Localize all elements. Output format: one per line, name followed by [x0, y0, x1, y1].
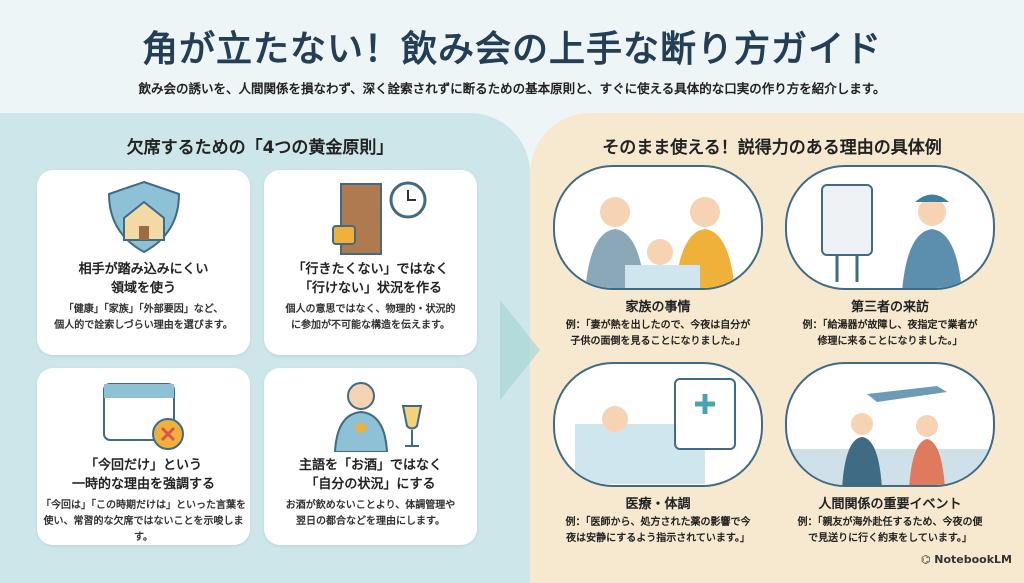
card-desc: 「健康」「家族」「外部要因」など、 [63, 304, 224, 315]
card-desc: 個人的で詮索しづらい理由を選びます。 [54, 320, 233, 331]
card-heading: 一時的な理由を強調する [71, 477, 215, 492]
card-desc: 翌日の都合などを理由にします。 [296, 516, 445, 527]
example-heading: 人間関係の重要イベント [818, 497, 962, 512]
water-heater-repair-icon [785, 165, 995, 290]
family-sick-child-icon [553, 165, 763, 290]
example-desc: で見送りに行く約束をしています。」 [808, 533, 972, 544]
notebooklm-icon: ⌬ [920, 553, 935, 566]
card-desc: 個人の意思ではなく、物理的・状況的 [285, 304, 456, 315]
card-desc: 使い、常習的な欠席ではないことを示唆します。 [43, 516, 244, 543]
card-heading: 「自分の状況」にする [305, 477, 436, 492]
door-lock-clock-icon [331, 181, 426, 255]
example-desc: 例：「妻が熱を出したので、今夜は自分が [565, 320, 751, 331]
patient-bed-icon [553, 362, 763, 487]
principles-title: 欠席するための「4つの黄金原則」 [126, 138, 394, 158]
examples-title: そのまま使える！説得力のある理由の具体例 [602, 138, 942, 158]
example-item: 医療・体調 例：「医師から、処方された薬の影響で今夜は安静にするよう指示されてい… [543, 362, 773, 547]
principle-card: 「行きたくない」ではなく「行けない」状況を作る 個人の意思ではなく、物理的・状況… [264, 170, 477, 355]
example-item: 第三者の来訪 例：「給湯器が故障し、夜指定で業者が修理に来ることになりました。」 [775, 165, 1005, 350]
example-desc: 修理に来ることになりました。」 [817, 336, 963, 347]
card-heading: 領域を使う [110, 281, 176, 296]
principle-card: 主語を「お酒」ではなく「自分の状況」にする お酒が飲めないことより、体調管理や翌… [264, 368, 477, 545]
card-heading: 「行きたくない」ではなく [292, 262, 449, 277]
card-desc: に参加が不可能な構造を伝えます。 [291, 320, 450, 331]
card-desc: お酒が飲めないことより、体調管理や [285, 500, 456, 511]
card-desc: 「今回は」「この時期だけは」といった言葉を [41, 500, 246, 511]
example-heading: 家族の事情 [625, 300, 691, 315]
brand-label: NotebookLM [934, 553, 1012, 566]
card-heading: 「今回だけ」という [84, 458, 202, 473]
principle-card: 「今回だけ」という一時的な理由を強調する 「今回は」「この時期だけは」といった言… [37, 368, 250, 545]
card-heading: 「行けない」状況を作る [298, 281, 442, 296]
notebooklm-logo: ⌬ NotebookLM [921, 553, 1012, 566]
example-item: 家族の事情 例：「妻が熱を出したので、今夜は自分が子供の面倒を見ることになりまし… [543, 165, 773, 350]
airport-farewell-icon [785, 362, 995, 487]
example-desc: 例：「親友が海外赴任するため、今夜の便 [797, 517, 983, 528]
person-wine-icon [333, 382, 422, 452]
example-desc: 例：「給湯器が故障し、夜指定で業者が [802, 320, 978, 331]
example-item: 人間関係の重要イベント 例：「親友が海外赴任するため、今夜の便で見送りに行く約束… [775, 362, 1005, 547]
card-heading: 相手が踏み込みにくい [78, 262, 209, 277]
page-subtitle: 飲み会の誘いを、人間関係を損なわず、深く詮索されずに断るための基本原則と、すぐに… [138, 81, 886, 96]
example-desc: 子供の面倒を見ることになりました。」 [570, 336, 746, 347]
card-heading: 主語を「お酒」ではなく [298, 458, 442, 473]
example-heading: 医療・体調 [625, 497, 691, 512]
arrow-icon [500, 300, 540, 400]
example-desc: 夜は安静にするよう指示されています。」 [566, 533, 750, 544]
calendar-cross-icon [102, 383, 184, 450]
page-title: 角が立たない！飲み会の上手な断り方ガイド [141, 29, 882, 70]
house-shield-icon [107, 180, 180, 254]
principle-card: 相手が踏み込みにくい領域を使う 「健康」「家族」「外部要因」など、個人的で詮索し… [37, 170, 250, 355]
example-desc: 例：「医師から、処方された薬の影響で今 [565, 517, 751, 528]
example-heading: 第三者の来訪 [850, 300, 929, 315]
